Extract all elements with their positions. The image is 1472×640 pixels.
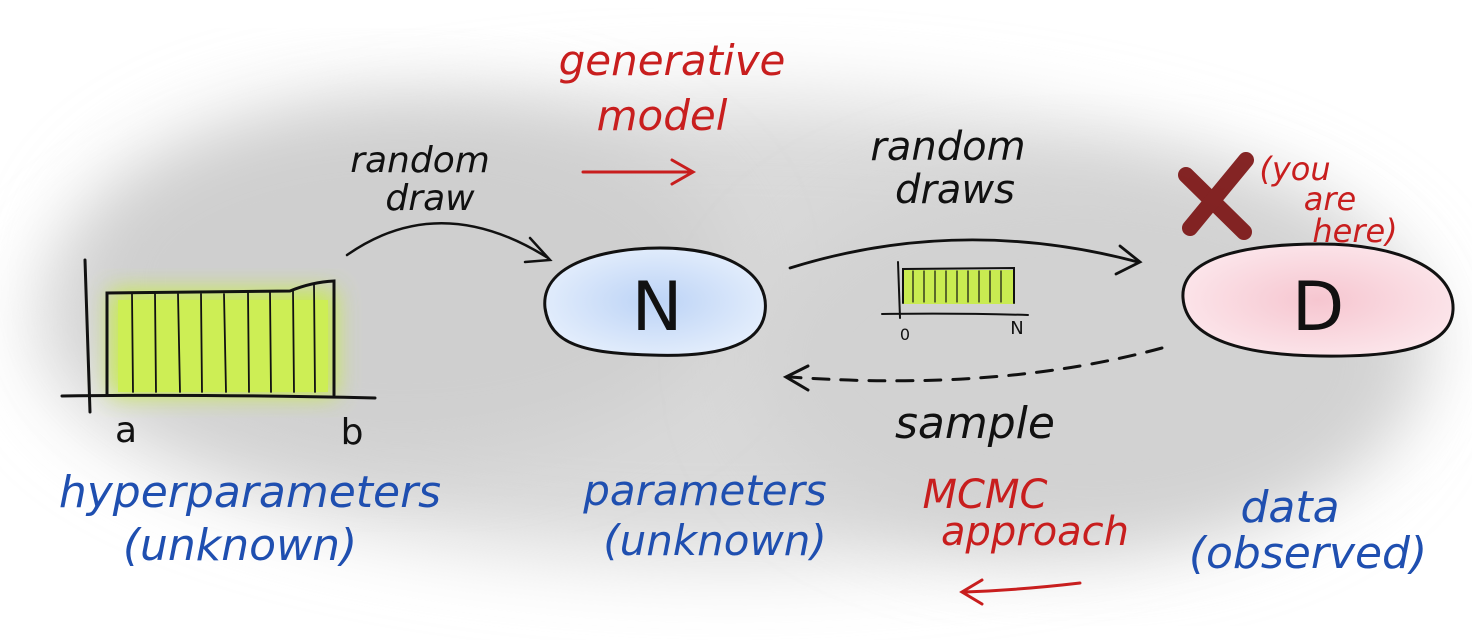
hyperparameters-unknown-label: (unknown) bbox=[123, 520, 357, 571]
random-draw-label-line2: draw bbox=[385, 178, 475, 219]
data-observed-label: (observed) bbox=[1189, 528, 1427, 579]
random-draw-label-line1: random bbox=[350, 140, 490, 181]
data-label: data bbox=[1240, 482, 1339, 533]
x-axis bbox=[60, 393, 377, 400]
random-draws-label-line1: random bbox=[870, 124, 1025, 170]
mini-uniform-histogram bbox=[881, 261, 1029, 319]
hyperparameters-label: hyperparameters bbox=[59, 467, 441, 518]
here-label: here) bbox=[1312, 212, 1397, 250]
random-draw-arrow bbox=[345, 222, 553, 264]
random-draws-label-line2: draws bbox=[895, 167, 1015, 213]
histogram-outline bbox=[105, 279, 336, 397]
parameters-unknown-label: (unknown) bbox=[603, 516, 827, 565]
mini-axis-label-n: N bbox=[1010, 318, 1023, 339]
histogram-bin-lines bbox=[131, 283, 316, 393]
approach-label: approach bbox=[941, 509, 1129, 555]
mcmc-arrow bbox=[959, 578, 1082, 606]
y-axis bbox=[83, 258, 92, 414]
mcmc-label: MCMC bbox=[923, 472, 1048, 518]
data-node-d: D bbox=[1181, 242, 1455, 358]
node-d-label: D bbox=[1292, 268, 1344, 347]
x-mark-icon bbox=[1178, 152, 1254, 240]
hyperparameter-distribution bbox=[60, 258, 377, 414]
generative-label: generative bbox=[559, 36, 786, 85]
axis-label-b: b bbox=[341, 412, 364, 453]
random-draws-arrow bbox=[788, 238, 1143, 276]
model-label: model bbox=[597, 91, 728, 140]
generative-arrow bbox=[581, 158, 697, 186]
node-n-label: N bbox=[632, 268, 683, 347]
sample-arrow bbox=[782, 346, 1164, 392]
parameter-node-n: N bbox=[543, 246, 767, 357]
mini-axis-label-0: 0 bbox=[900, 325, 910, 344]
you-label: (you bbox=[1259, 150, 1330, 188]
sample-label: sample bbox=[895, 398, 1055, 449]
axis-label-a: a bbox=[115, 410, 137, 451]
parameters-label: parameters bbox=[582, 466, 827, 515]
are-label: are bbox=[1304, 180, 1356, 218]
